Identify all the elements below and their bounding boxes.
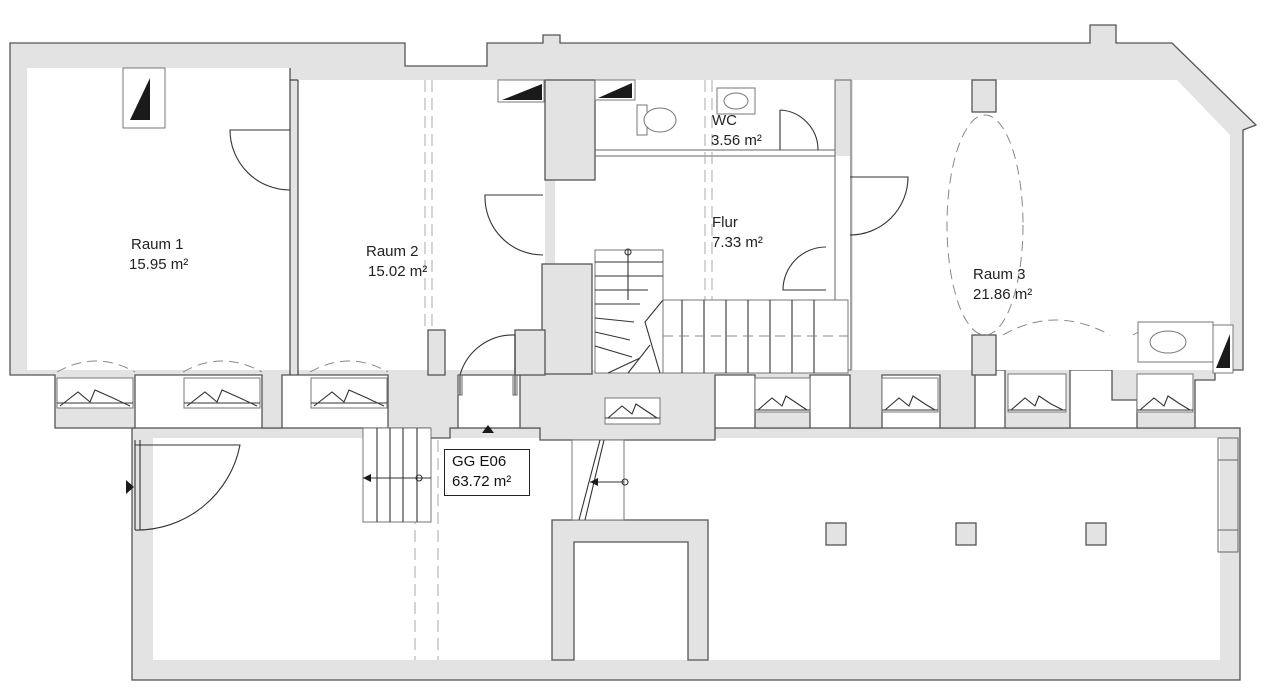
exterior-stairs: [362, 425, 629, 523]
room-label-wc: WC 3.56 m²: [711, 111, 762, 151]
room-label-raum-2: Raum 2 15.02 m²: [366, 242, 427, 282]
windows: [56, 373, 1194, 425]
room-label-flur: Flur 7.33 m²: [712, 213, 763, 253]
room-name: Flur: [712, 214, 738, 231]
unit-area: 63.72 m²: [452, 473, 512, 490]
door-swings: [126, 109, 909, 531]
partitions: [289, 68, 852, 660]
room-area: 15.95 m²: [129, 256, 189, 273]
room-area: 3.56 m²: [711, 132, 762, 149]
room-area: 7.33 m²: [712, 234, 763, 251]
room-label-raum-1: Raum 1 15.95 m²: [129, 235, 189, 275]
room-label-raum-3: Raum 3 21.86 m²: [973, 265, 1032, 305]
room-name: WC: [712, 112, 737, 129]
room-name: Raum 3: [973, 266, 1026, 283]
room-name: Raum 1: [131, 236, 184, 253]
unit-name: GG E06: [452, 453, 507, 470]
fixtures: [122, 67, 1234, 546]
room-name: Raum 2: [366, 243, 419, 260]
staircase: [594, 248, 849, 374]
unit-label-box: GG E06 63.72 m²: [444, 449, 530, 496]
room-area: 15.02 m²: [368, 263, 428, 280]
room-area: 21.86 m²: [973, 286, 1033, 303]
yard-outline: [131, 427, 1241, 681]
